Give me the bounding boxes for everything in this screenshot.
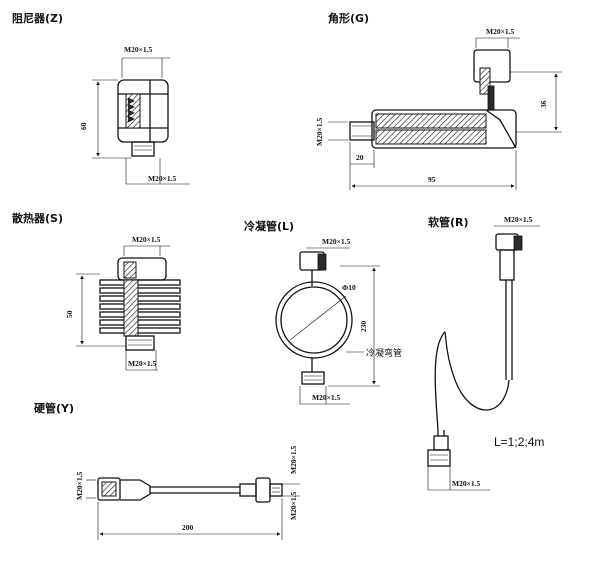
condenser-title: 冷凝管(L) [244,219,294,233]
soft-title: 软管(R) [428,215,469,229]
radiator-fins [99,279,181,337]
soft-thread-top-label: M20×1.5 [504,215,532,224]
condenser-thread-top-label: M20×1.5 [322,237,350,246]
angle-width-small-label: 20 [356,153,364,162]
condenser-diameter-label: Φ10 [342,283,356,292]
angle-side-thread-label: M20×1.5 [315,118,324,146]
condenser-height-label: 230 [359,321,368,333]
hard-length-label: 200 [182,523,194,532]
hard-thread-left-label: M20×1.5 [75,472,84,500]
radiator-thread-top-label: M20×1.5 [132,235,160,244]
radiator-thread-bottom-label: M20×1.5 [128,359,156,368]
hard-thread-right-b-label: M20×1.5 [289,492,298,520]
soft-length-label: L=1;2;4m [494,435,544,449]
radiator-figure: 散热器(S) M20×1.5 50 M20×1.5 [12,211,181,371]
soft-hose-figure: 软管(R) M20×1.5 M20×1.5 L=1;2;4m [427,215,544,491]
angle-title: 角形(G) [328,11,369,25]
hard-thread-right-a-label: M20×1.5 [289,446,298,474]
condenser-thread-bottom-label: M20×1.5 [312,393,340,402]
condenser-callout-label: 冷凝弯管 [366,347,402,359]
damper-figure: 阻尼器(Z) M20×1.5 60 M20×1.5 [12,11,190,185]
damper-thread-bottom-label: M20×1.5 [148,174,176,183]
soft-thread-bottom-label: M20×1.5 [452,479,480,488]
radiator-title: 散热器(S) [12,211,63,225]
radiator-height-label: 50 [65,310,74,318]
damper-thread-top-label: M20×1.5 [124,45,152,54]
condenser-figure: 冷凝管(L) M20×1.5 Φ10 冷凝弯管 230 M20×1.5 [244,219,402,405]
angle-width-total-label: 95 [428,175,436,184]
angle-thread-label: M20×1.5 [486,27,514,36]
damper-title: 阻尼器(Z) [12,11,63,25]
hard-title: 硬管(Y) [34,401,74,415]
hard-pipe-figure: 硬管(Y) M20×1.5 M20×1.5 M20×1.5 200 [34,401,300,540]
angle-figure: 角形(G) M20×1.5 M20×1.5 36 20 95 [315,11,562,190]
damper-height-label: 60 [79,122,88,130]
angle-height-label: 36 [539,100,548,108]
